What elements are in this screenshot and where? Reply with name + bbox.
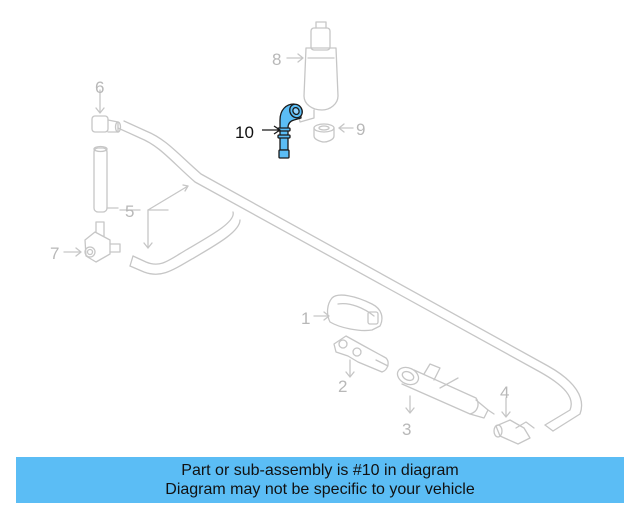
part-10-hose-highlighted — [262, 103, 303, 159]
part-1-cover — [313, 294, 383, 332]
callout-3: 3 — [402, 420, 412, 439]
callout-8: 8 — [272, 50, 282, 69]
banner-line-1: Part or sub-assembly is #10 in diagram — [181, 462, 459, 479]
part-7-tee — [63, 221, 121, 263]
part-9-grommet — [313, 123, 354, 143]
info-banner: Part or sub-assembly is #10 in diagram D… — [16, 457, 624, 503]
banner-line-2: Diagram may not be specific to your vehi… — [165, 481, 475, 498]
callout-1: 1 — [301, 309, 311, 328]
callout-4: 4 — [500, 383, 510, 402]
part-3-cylinder — [396, 363, 495, 419]
part-8-pump — [286, 21, 339, 123]
callout-7: 7 — [50, 244, 60, 263]
callout-5: 5 — [125, 202, 135, 221]
main-hose — [117, 120, 583, 432]
part-5-tube — [93, 145, 119, 213]
part-6-connector — [91, 89, 122, 133]
part-2-jet — [333, 335, 389, 378]
callout-6: 6 — [95, 78, 105, 97]
callout-5-bracket — [119, 184, 189, 249]
short-hose — [129, 211, 241, 275]
callout-9: 9 — [356, 120, 366, 139]
callout-2: 2 — [338, 377, 348, 396]
parts-diagram — [63, 21, 583, 445]
callout-10: 10 — [235, 123, 254, 142]
part-4-elbow — [493, 397, 535, 445]
